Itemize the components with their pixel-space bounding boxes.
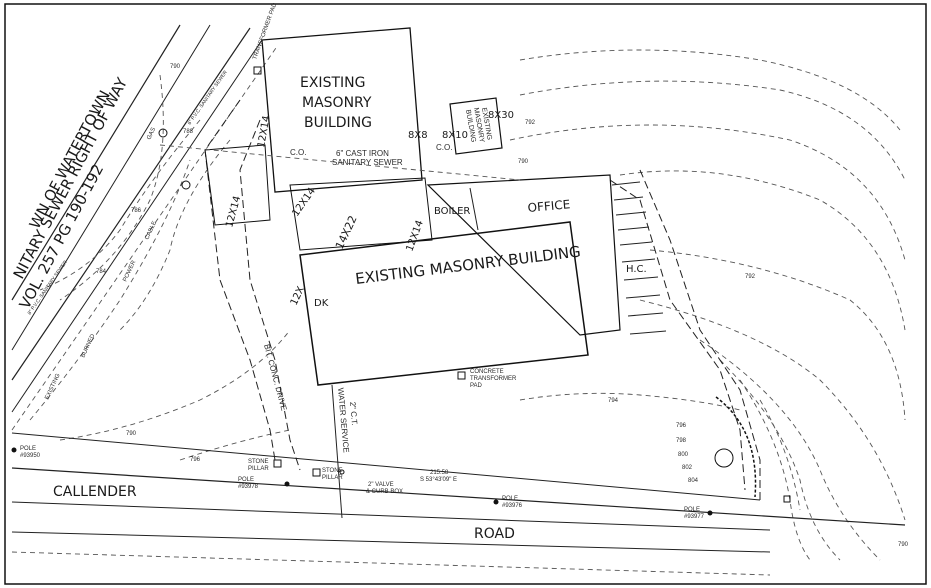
pole-3-label-1: POLE — [502, 496, 518, 502]
contour-label-794: 794 — [608, 398, 619, 404]
row-title-2: NITARY SEWER RIGHT OF WAY — [10, 74, 132, 282]
stone-pillar-right — [312, 468, 321, 477]
contour-label-790b: 790 — [518, 159, 529, 165]
drawing-border — [4, 3, 927, 585]
bearing-label-2: S 53°43'09" E — [420, 477, 457, 483]
manhole-2 — [158, 128, 168, 138]
contour-label-796: 796 — [676, 423, 687, 429]
upper-existing-building — [261, 27, 423, 193]
bearing-label-1: 215.58 — [430, 470, 449, 476]
dim-8x30: 8X30 — [488, 110, 514, 121]
main-building-label: EXISTING MASONRY BUILDING — [354, 242, 581, 288]
pole-1-label-1: POLE — [20, 446, 36, 452]
pole-4-label-2: #93977 — [684, 514, 705, 520]
pole-4 — [707, 510, 713, 516]
existing-label: EXISTING — [44, 373, 61, 401]
gas-label: GAS — [146, 127, 157, 141]
concrete-label-3: PAD — [470, 383, 483, 389]
road-edges — [11, 432, 906, 576]
concrete-label-2: TRANSFORMER — [470, 376, 517, 382]
contour-label-786: 786 — [131, 208, 142, 214]
parking-stripes — [611, 181, 667, 335]
dock-label: DK — [314, 298, 329, 309]
dim-8x10: 8X10 — [442, 130, 468, 141]
sanitary-sewer-line — [159, 144, 521, 181]
right-of-way-lines — [11, 24, 279, 431]
road-name-road: ROAD — [474, 526, 515, 542]
stone-pillar-right-label-1: STONE — [322, 468, 343, 474]
dim-8x8: 8X8 — [408, 130, 428, 141]
pole-2-label-2: #93978 — [238, 484, 259, 490]
stone-pillar-left — [273, 459, 282, 468]
co-label-1: C.O. — [290, 148, 306, 157]
contour-label-800: 800 — [678, 452, 689, 458]
office-label: OFFICE — [527, 197, 571, 215]
concrete-transformer-pad — [457, 371, 466, 380]
contour-label-796b: 796 — [190, 457, 201, 463]
contour-label-790c: 790 — [126, 431, 137, 437]
valve-symbol — [339, 469, 345, 475]
water-service-label: WATER SERVICE — [336, 387, 351, 453]
concrete-label-1: CONCRETE — [470, 369, 504, 375]
wall-marker — [783, 495, 791, 503]
co-label-2: C.O. — [436, 143, 452, 152]
contour-label-792a: 792 — [525, 120, 536, 126]
manhole-1 — [181, 180, 191, 190]
hc-label: H.C. — [626, 264, 647, 275]
retaining-wall — [715, 396, 757, 498]
contour-label-804: 804 — [688, 478, 699, 484]
tree-symbol — [714, 448, 734, 468]
contour-label-798: 798 — [676, 438, 687, 444]
contour-label-784: 784 — [96, 269, 107, 275]
contour-label-788: 788 — [183, 129, 194, 135]
water-service-line — [331, 384, 343, 519]
upper-building-label-line1: EXISTING — [300, 75, 365, 91]
drive-label: BIT. CONC. DRIVE — [262, 343, 288, 411]
contour-label-790a: 790 — [170, 64, 181, 70]
boiler-label: BOILER — [434, 206, 470, 217]
connector-additions — [204, 144, 621, 336]
contour-label-802: 802 — [682, 465, 693, 471]
pole-1 — [11, 447, 17, 453]
dim-12x14-b: 12X14 — [224, 195, 243, 229]
stone-pillar-left-label-2: PILLAR — [248, 466, 269, 472]
burned-label: BURNED — [80, 333, 96, 359]
power-label: POWER — [122, 259, 137, 283]
pole-2 — [284, 481, 290, 487]
sewer-label-1: 6" CAST IRON — [336, 149, 389, 158]
main-existing-building — [299, 221, 589, 386]
pole-2-label-1: POLE — [238, 477, 254, 483]
contour-lines — [39, 49, 906, 561]
cable-label: CABLE — [144, 220, 158, 240]
contour-label-792b: 792 — [745, 274, 756, 280]
valve-label-2: & CURB BOX — [366, 489, 403, 495]
top-transformer-pad — [253, 66, 262, 75]
contour-label-790d: 790 — [898, 542, 909, 548]
pole-3-label-2: #93976 — [502, 503, 523, 509]
road-name-callender: CALLENDER — [53, 484, 137, 500]
dim-12x14-d: 12X14 — [404, 219, 425, 253]
pole-3 — [493, 499, 499, 505]
upper-building-label-line3: BUILDING — [304, 115, 372, 131]
pole-1-label-2: #93950 — [20, 453, 41, 459]
small-existing-building — [449, 97, 503, 155]
valve-label-1: 2" VALVE — [368, 482, 394, 488]
power-cable-line — [29, 159, 191, 421]
pole-4-label-1: POLE — [684, 507, 700, 513]
sewer-label-2: SANITARY SEWER — [332, 158, 403, 167]
ct-label: 2" C.T. — [348, 401, 359, 425]
transformer-top-label: TRANSFORMER PAD — [252, 2, 278, 61]
stone-pillar-right-label-2: PILLAR — [322, 475, 343, 481]
stone-pillar-left-label-1: STONE — [248, 459, 269, 465]
upper-building-label-line2: MASONRY — [302, 95, 372, 111]
driveway — [204, 99, 761, 500]
